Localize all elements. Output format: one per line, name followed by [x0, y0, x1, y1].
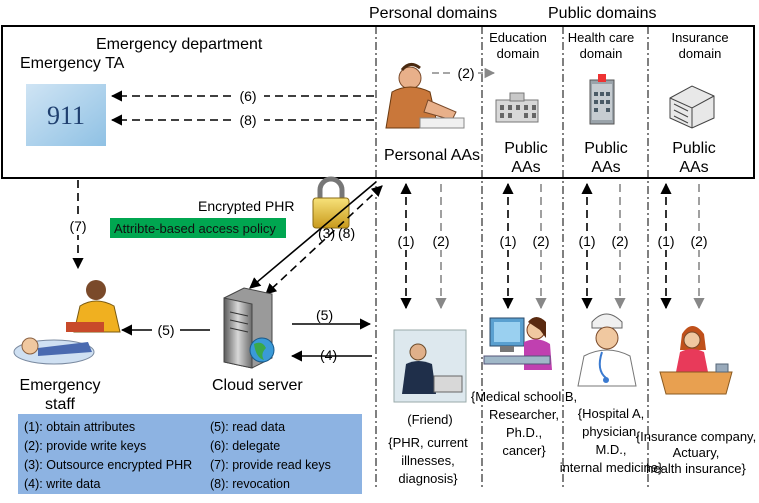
friend-attrs-1: {PHR, current — [388, 435, 468, 450]
arrow-1-label-insurance: (1) — [657, 233, 674, 249]
emergency-staff-icon — [13, 280, 121, 365]
legend-item-7: (7): provide read keys — [210, 458, 331, 472]
health-domain-label-1: Health care — [568, 30, 634, 45]
insurance-public-aas-1: Public — [672, 140, 716, 157]
personal-domains-header: Personal domains — [369, 5, 497, 22]
medical-school-attrs-4: cancer} — [502, 443, 546, 458]
arrow-2-label-insurance: (2) — [690, 233, 707, 249]
legend-item-6: (6): delegate — [210, 439, 280, 453]
arrow-5-label-right: (5) — [316, 307, 333, 323]
arrow-1-label-personal: (1) — [397, 233, 414, 249]
education-domain-label-1: Education — [489, 30, 547, 45]
insurance-attrs-3: health insurance} — [646, 461, 746, 476]
education-public-aas-2: AAs — [511, 159, 540, 176]
hospital-building-icon — [589, 74, 615, 125]
access-policy-label: Attribte-based access policy — [114, 221, 276, 236]
arrow-3-label: (3) — [318, 225, 335, 241]
legend-item-1: (1): obtain attributes — [24, 420, 135, 434]
insurance-building-icon — [669, 85, 715, 129]
friend-attrs-2: illnesses, — [401, 453, 454, 468]
insurance-person-icon — [659, 326, 733, 395]
arrow-2-label-top: (2) — [457, 65, 474, 81]
arrow-1-label-health: (1) — [578, 233, 595, 249]
insurance-domain-label-2: domain — [679, 46, 722, 61]
emergency-911-logo: 911 — [26, 84, 106, 146]
cloud-server-icon — [223, 287, 275, 369]
legend-item-3: (3): Outsource encrypted PHR — [24, 458, 192, 472]
education-public-aas-1: Public — [504, 140, 548, 157]
access-policy-bar — [110, 218, 286, 238]
insurance-attrs-1: {Insurance company, — [636, 429, 756, 444]
insurance-domain-label-1: Insurance — [671, 30, 728, 45]
health-public-aas-2: AAs — [591, 159, 620, 176]
legend-box — [18, 414, 362, 494]
arrow-1-label-education: (1) — [499, 233, 516, 249]
emergency-ta-label: Emergency TA — [20, 55, 125, 72]
arrow-6-label: (6) — [239, 88, 256, 104]
legend-item-4: (4): write data — [24, 477, 100, 491]
emergency-department-label: Emergency department — [96, 36, 263, 53]
researcher-person-icon — [483, 317, 552, 370]
medical-school-attrs-1: {Medical school B, — [471, 389, 577, 404]
health-domain-label-2: domain — [580, 46, 623, 61]
hospital-attrs-2: physician, — [582, 424, 640, 439]
physician-person-icon — [577, 313, 637, 387]
insurance-attrs-2: Actuary, — [673, 445, 720, 460]
personal-aa-person-icon — [385, 63, 465, 129]
arrow-2-label-personal: (2) — [432, 233, 449, 249]
legend-item-8: (8): revocation — [210, 477, 290, 491]
friend-attrs-3: diagnosis} — [398, 471, 458, 486]
svg-text:911: 911 — [47, 101, 85, 130]
hospital-attrs-1: {Hospital A, — [578, 406, 645, 421]
insurance-public-aas-2: AAs — [679, 159, 708, 176]
friend-label: (Friend) — [407, 412, 453, 427]
arrow-8-label-ta: (8) — [239, 112, 256, 128]
friend-person-icon — [393, 329, 467, 403]
emergency-staff-label-2: staff — [45, 396, 76, 413]
emergency-staff-label-1: Emergency — [20, 377, 101, 394]
education-building-icon — [495, 92, 539, 123]
personal-aas-label: Personal AAs — [384, 147, 480, 164]
encrypted-phr-label: Encrypted PHR — [198, 198, 294, 214]
hospital-attrs-4: internal medicine} — [560, 460, 663, 475]
medical-school-attrs-3: Ph.D., — [506, 425, 542, 440]
emergency-frame — [1, 25, 755, 179]
arrow-8-label-cloud: (8) — [338, 225, 355, 241]
legend-item-2: (2): provide write keys — [24, 439, 146, 453]
legend-item-5: (5): read data — [210, 420, 285, 434]
education-domain-label-2: domain — [497, 46, 540, 61]
arrow-5-label-left: (5) — [157, 322, 174, 338]
cloud-server-label: Cloud server — [212, 377, 303, 394]
medical-school-attrs-2: Researcher, — [489, 407, 559, 422]
arrow-4-label: (4) — [320, 347, 337, 363]
public-domains-header: Public domains — [548, 5, 657, 22]
arrow-2-label-health: (2) — [611, 233, 628, 249]
arrow-7-label: (7) — [69, 218, 86, 234]
arrow-8-revocation-cloud — [265, 185, 383, 295]
arrow-2-label-education: (2) — [532, 233, 549, 249]
health-public-aas-1: Public — [584, 140, 628, 157]
hospital-attrs-3: M.D., — [595, 442, 626, 457]
